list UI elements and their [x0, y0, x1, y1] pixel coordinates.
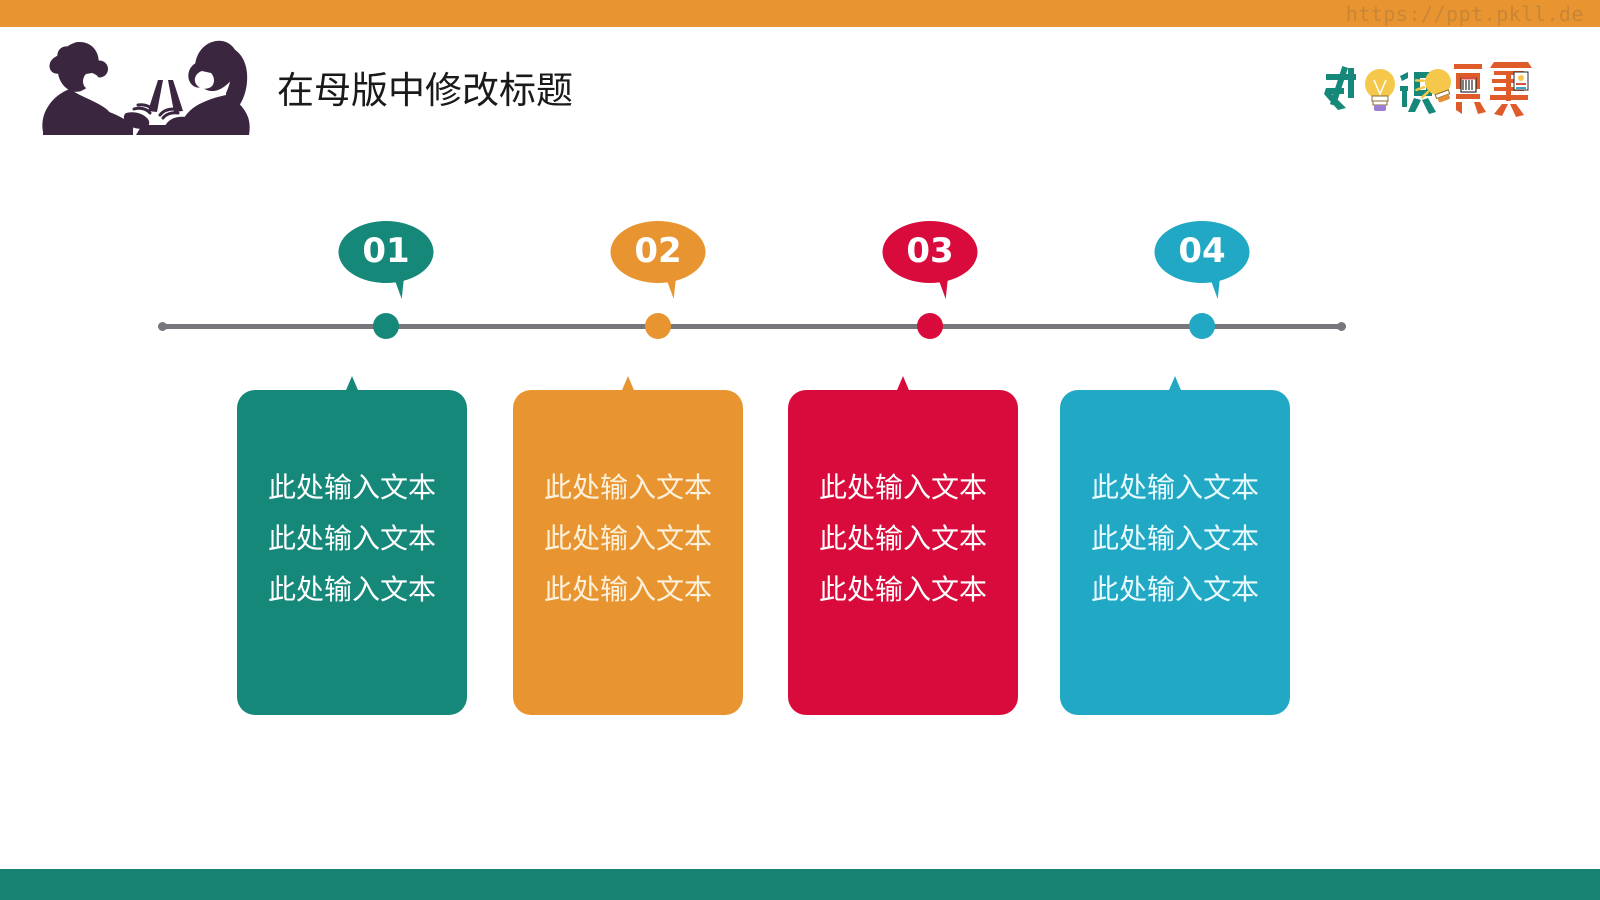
page-title: 在母版中修改标题 — [277, 69, 573, 112]
step-card-03[interactable]: 此处输入文本 此处输入文本 此处输入文本 — [788, 376, 1018, 715]
step-card-line: 此处输入文本 — [267, 471, 436, 504]
step-card-01[interactable]: 此处输入文本 此处输入文本 此处输入文本 — [237, 376, 467, 715]
timeline-line — [158, 324, 1346, 329]
step-card-line: 此处输入文本 — [818, 573, 987, 606]
timeline-dot-01[interactable] — [373, 313, 399, 339]
step-card-box-01 — [237, 390, 467, 715]
step-card-box-03 — [788, 390, 1018, 715]
step-card-line: 此处输入文本 — [267, 573, 436, 606]
two-people-at-laptop-silhouette-icon — [30, 33, 262, 135]
step-card-text-04: 此处输入文本 此处输入文本 此处输入文本 — [1060, 462, 1290, 615]
timeline-dot-04[interactable] — [1189, 313, 1215, 339]
step-bubble-01[interactable]: 01 — [338, 221, 434, 299]
timeline-end-dot-left — [158, 322, 167, 331]
step-number-03: 03 — [906, 231, 954, 271]
step-card-notch-02 — [617, 376, 639, 402]
step-card-line: 此处输入文本 — [1090, 471, 1259, 504]
step-number-02: 02 — [634, 231, 682, 271]
step-card-box-04 — [1060, 390, 1290, 715]
step-card-line: 此处输入文本 — [543, 522, 712, 555]
step-card-line: 此处输入文本 — [1090, 573, 1259, 606]
step-bubble-03[interactable]: 03 — [882, 221, 978, 299]
step-card-notch-04 — [1164, 376, 1186, 402]
watermark-url: https://ppt.pkll.de — [1345, 2, 1584, 26]
step-card-notch-03 — [892, 376, 914, 402]
step-card-text-02: 此处输入文本 此处输入文本 此处输入文本 — [513, 462, 743, 615]
step-card-line: 此处输入文本 — [543, 471, 712, 504]
timeline-track — [158, 313, 1346, 339]
step-card-line: 此处输入文本 — [818, 522, 987, 555]
step-bubble-body-02 — [610, 221, 706, 283]
timeline-dot-03[interactable] — [917, 313, 943, 339]
step-bubble-02[interactable]: 02 — [610, 221, 706, 299]
step-card-line: 此处输入文本 — [818, 471, 987, 504]
timeline-end-dot-right — [1337, 322, 1346, 331]
step-number-01: 01 — [362, 231, 410, 271]
step-card-line: 此处输入文本 — [267, 522, 436, 555]
step-card-02[interactable]: 此处输入文本 此处输入文本 此处输入文本 — [513, 376, 743, 715]
step-bubble-body-03 — [882, 221, 978, 283]
step-card-text-03: 此处输入文本 此处输入文本 此处输入文本 — [788, 462, 1018, 615]
timeline-dot-02[interactable] — [645, 313, 671, 339]
bottom-accent-bar — [0, 869, 1600, 900]
step-card-box-02 — [513, 390, 743, 715]
brand-logo-zhishi-jingsai — [1322, 58, 1538, 120]
top-accent-bar: https://ppt.pkll.de — [0, 0, 1600, 27]
step-card-04[interactable]: 此处输入文本 此处输入文本 此处输入文本 — [1060, 376, 1290, 715]
step-card-line: 此处输入文本 — [1090, 522, 1259, 555]
step-bubble-body-01 — [338, 221, 434, 283]
step-bubble-04[interactable]: 04 — [1154, 221, 1250, 299]
step-number-04: 04 — [1178, 231, 1226, 271]
step-card-text-01: 此处输入文本 此处输入文本 此处输入文本 — [237, 462, 467, 615]
step-card-notch-01 — [341, 376, 363, 402]
step-card-line: 此处输入文本 — [543, 573, 712, 606]
step-bubble-body-04 — [1154, 221, 1250, 283]
